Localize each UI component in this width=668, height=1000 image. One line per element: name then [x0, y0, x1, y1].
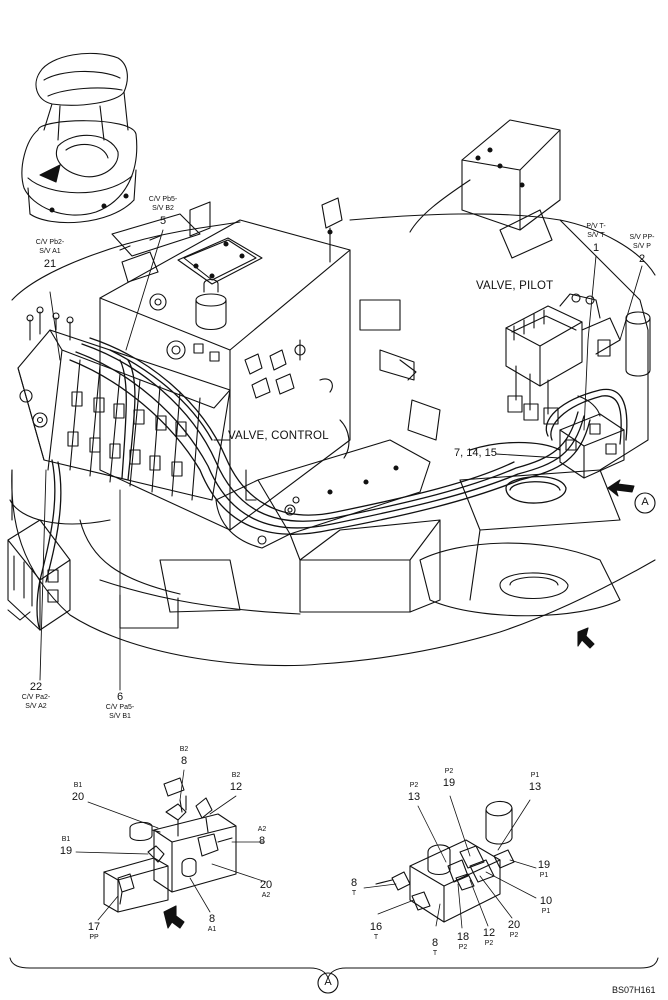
direction-arrow — [577, 627, 595, 649]
view-a-label-bottom: A — [324, 976, 332, 988]
leader-lines-main — [39, 229, 643, 691]
detail-right-0-sub: P2 — [409, 782, 419, 789]
callout-21-line1: C/V Pb2- — [35, 239, 65, 246]
detail-right-10-num: 20 — [507, 919, 521, 931]
detail-right-7-num: 8 — [431, 937, 439, 949]
detail-right-8-sub: P2 — [458, 944, 468, 951]
detail-right-3-num: 8 — [350, 877, 358, 889]
detail-right-3-sub: T — [351, 890, 357, 897]
callout-6-number: 6 — [116, 691, 124, 703]
view-a-circle-right — [634, 492, 656, 514]
detail-left-0-sub: B2 — [179, 746, 189, 753]
lower-left-valve — [7, 519, 71, 631]
upper-frame-outline — [9, 119, 656, 667]
detail-right-leaders — [363, 795, 537, 929]
detail-left-3-sub: B1 — [61, 836, 71, 843]
detail-right-6-sub: T — [373, 934, 379, 941]
detail-right-4-num: 19 — [537, 859, 551, 871]
detail-right-5-num: 10 — [539, 895, 553, 907]
detail-left-2-sub: B1 — [73, 782, 83, 789]
detail-right-2-num: 13 — [528, 781, 542, 793]
hydraulic-hoses — [36, 337, 628, 631]
detail-right-5-sub: P1 — [541, 908, 551, 915]
detail-right-4-sub: P1 — [539, 872, 549, 879]
detail-left-4-num: 8 — [258, 835, 266, 847]
detail-right-9-sub: P2 — [484, 940, 494, 947]
detail-left-6-num: 17 — [87, 921, 101, 933]
detail-left-5-sub: A2 — [261, 892, 271, 899]
cab-inset-illustration — [21, 52, 138, 224]
callout-6-line1: C/V Pa5- — [105, 704, 135, 711]
detail-right-manifold — [375, 800, 515, 923]
callout-21-line2: S/V A1 — [39, 248, 61, 255]
callout-6-line2: S/V B1 — [109, 713, 131, 720]
valve-pilot-title: VALVE, PILOT — [476, 280, 554, 292]
callout-22-line1: C/V Pa2- — [21, 694, 51, 701]
detail-left-1-num: 12 — [229, 781, 243, 793]
callout-2-line1: S/V PP- — [629, 234, 655, 241]
callout-5-line2: S/V B2 — [152, 205, 174, 212]
center-mounting-plate — [215, 439, 431, 561]
detail-arrow-left — [163, 905, 185, 929]
detail-right-7-sub: T — [432, 950, 438, 957]
detail-left-leaders — [75, 769, 267, 921]
detail-left-7-num: 8 — [208, 913, 216, 925]
detail-left-7-sub: A1 — [207, 926, 217, 933]
view-a-arrow — [607, 479, 635, 497]
detail-left-6-sub: PP — [89, 934, 99, 941]
misc-fittings — [213, 197, 441, 504]
callout-1-line2: S/V T — [587, 232, 605, 239]
pilot-valve-assembly — [505, 293, 625, 479]
detail-left-3-num: 19 — [59, 845, 73, 857]
view-a-label-main: A — [641, 496, 649, 508]
detail-left-4-sub: A2 — [257, 826, 267, 833]
control-valve-housing — [99, 201, 351, 531]
detail-right-9-num: 12 — [482, 927, 496, 939]
callout-21-number: 21 — [43, 258, 57, 270]
callout-2-line2: S/V P — [633, 243, 651, 250]
detail-right-0-num: 13 — [407, 791, 421, 803]
callout-2-number: 2 — [638, 253, 646, 265]
main-valve-stack — [17, 306, 231, 501]
callout-22-line2: S/V A2 — [25, 703, 47, 710]
detail-left-0-num: 8 — [180, 755, 188, 767]
view-a-circle — [317, 972, 339, 994]
detail-left-manifold — [103, 777, 237, 913]
callout-5-number: 5 — [159, 215, 167, 227]
detail-right-1-sub: P2 — [444, 768, 454, 775]
callout-22-number: 22 — [29, 681, 43, 693]
detail-right-1-num: 19 — [442, 777, 456, 789]
detail-left-2-num: 20 — [71, 791, 85, 803]
callout-1-line1: P/V T- — [586, 223, 606, 230]
callout-1-number: 1 — [592, 242, 600, 254]
callout-7-14-15: 7, 14, 15 — [454, 447, 497, 459]
detail-right-10-sub: P2 — [509, 932, 519, 939]
view-a-brace — [9, 957, 659, 979]
detail-right-2-sub: P1 — [530, 772, 540, 779]
valve-control-title: VALVE, CONTROL — [228, 430, 329, 442]
detail-right-8-num: 18 — [456, 931, 470, 943]
detail-right-6-num: 16 — [369, 921, 383, 933]
callout-5-line1: C/V Pb5- — [148, 196, 178, 203]
detail-left-1-sub: B2 — [231, 772, 241, 779]
detail-left-5-num: 20 — [259, 879, 273, 891]
drawing-code: BS07H161 — [612, 985, 656, 995]
